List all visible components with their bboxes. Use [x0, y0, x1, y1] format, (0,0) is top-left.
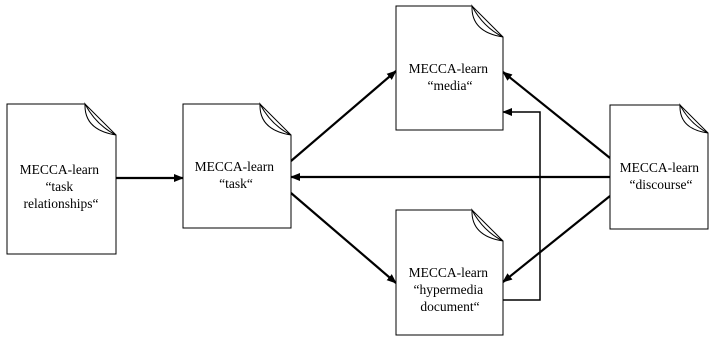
arrow-discourse-to-media: [502, 71, 611, 159]
document-hypermedia-document-label-line-2: “hypermedia: [413, 282, 483, 297]
svg-text:MECCA-learn “task“: MECCA-learn “task“: [195, 159, 278, 191]
arrow-task-to-media: [290, 70, 397, 162]
document-discourse-label-line-2: “discourse“: [630, 177, 693, 192]
arrow-discourse-to-hypermedia-document: [502, 195, 611, 283]
document-fold: [471, 4, 504, 38]
connectors: [116, 70, 611, 284]
document-fold: [471, 208, 504, 242]
document-task-relationships-label-line-3: relationships“: [24, 196, 99, 211]
document-task-label-line-1: MECCA-learn: [195, 159, 275, 174]
document-hypermedia-document-label-line-3: document“: [420, 299, 479, 314]
svg-text:MECCA-learn “media“: MECCA-learn “media“: [409, 61, 492, 93]
document-task-relationships: MECCA-learn “task relationships“: [6, 102, 117, 255]
document-task-relationships-label-line-2: “task: [45, 179, 73, 194]
document-icon: [6, 103, 117, 255]
document-icon: [182, 103, 292, 229]
arrow-task-to-hypermedia-document: [290, 192, 397, 284]
svg-text:MECCA-learn “discourse“: MECCA-learn “discourse“: [620, 160, 703, 192]
document-task: MECCA-learn “task“: [182, 102, 292, 229]
document-task-label-line-2: “task“: [219, 176, 253, 191]
document-task-relationships-label-line-1: MECCA-learn: [20, 162, 100, 177]
document-media-label-line-2: “media“: [428, 78, 473, 93]
document-hypermedia-document: MECCA-learn “hypermedia document“: [395, 208, 504, 336]
document-media: MECCA-learn “media“: [395, 4, 504, 131]
document-fold: [259, 102, 292, 136]
document-hypermedia-document-label-line-1: MECCA-learn: [409, 265, 489, 280]
svg-text:MECCA-learn “task: MECCA-learn “task relationships“: [20, 162, 103, 211]
document-fold: [679, 103, 709, 134]
document-fold: [84, 102, 117, 136]
svg-text:MECCA-learn “hypermedia: MECCA-learn “hypermedia document“: [409, 265, 492, 314]
document-icon: [395, 209, 504, 336]
arrow-hypermedia-document-to-media: [502, 108, 541, 301]
document-icon: [395, 5, 504, 131]
document-media-label-line-1: MECCA-learn: [409, 61, 489, 76]
document-icon: [609, 104, 709, 230]
document-discourse: MECCA-learn “discourse“: [609, 103, 709, 230]
document-discourse-label-line-1: MECCA-learn: [620, 160, 700, 175]
